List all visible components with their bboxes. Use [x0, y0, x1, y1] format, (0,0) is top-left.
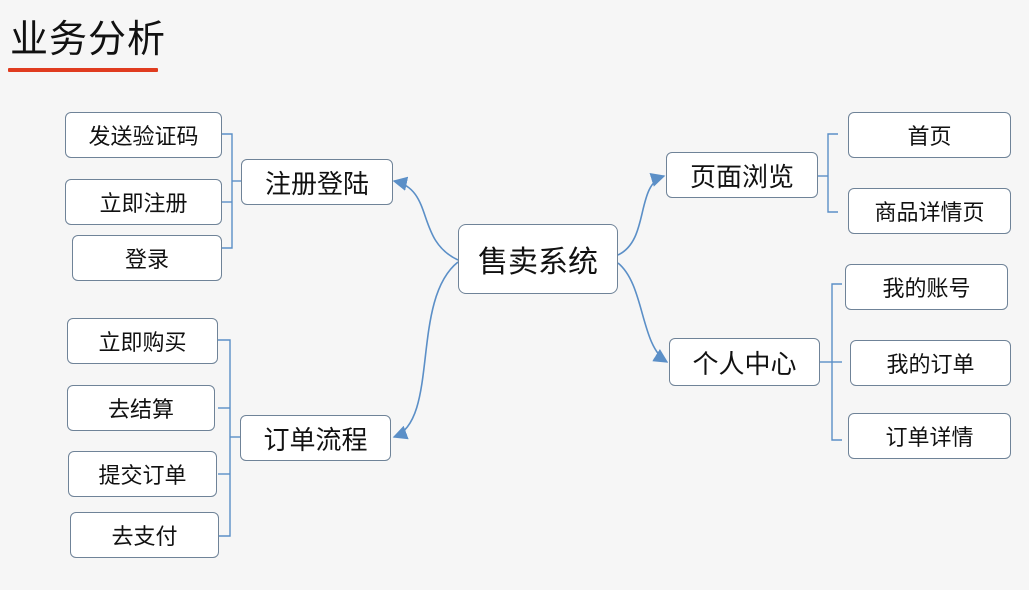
connector-center-to-order-flow — [392, 261, 459, 440]
connector-center-to-page-browse — [617, 172, 666, 256]
bracket-personal-center — [820, 283, 842, 441]
branch-page-browse: 页面浏览 — [666, 152, 818, 198]
leaf-register-now: 立即注册 — [65, 179, 222, 225]
leaf-my-orders: 我的订单 — [850, 340, 1011, 386]
title-underline — [8, 68, 158, 72]
center-node: 售卖系统 — [458, 224, 618, 294]
leaf-order-details: 订单详情 — [848, 413, 1011, 459]
branch-register-login: 注册登陆 — [241, 159, 393, 205]
leaf-go-pay: 去支付 — [70, 512, 219, 558]
leaf-submit-order: 提交订单 — [68, 451, 217, 497]
leaf-send-verification-code: 发送验证码 — [65, 112, 222, 158]
leaf-buy-now: 立即购买 — [67, 318, 218, 364]
connector-center-to-register-login — [392, 176, 459, 261]
page-title: 业务分析 — [10, 17, 167, 61]
leaf-checkout: 去结算 — [67, 385, 215, 431]
bracket-page-browse — [818, 133, 838, 213]
connector-center-to-personal-center — [617, 262, 669, 363]
leaf-my-account: 我的账号 — [845, 264, 1008, 310]
bracket-register-login — [222, 133, 241, 249]
leaf-home-page: 首页 — [848, 112, 1011, 158]
leaf-login: 登录 — [72, 235, 222, 281]
bracket-order-flow — [218, 339, 240, 537]
branch-personal-center: 个人中心 — [669, 338, 820, 386]
leaf-product-detail-page: 商品详情页 — [848, 188, 1011, 234]
branch-order-flow: 订单流程 — [240, 415, 391, 461]
